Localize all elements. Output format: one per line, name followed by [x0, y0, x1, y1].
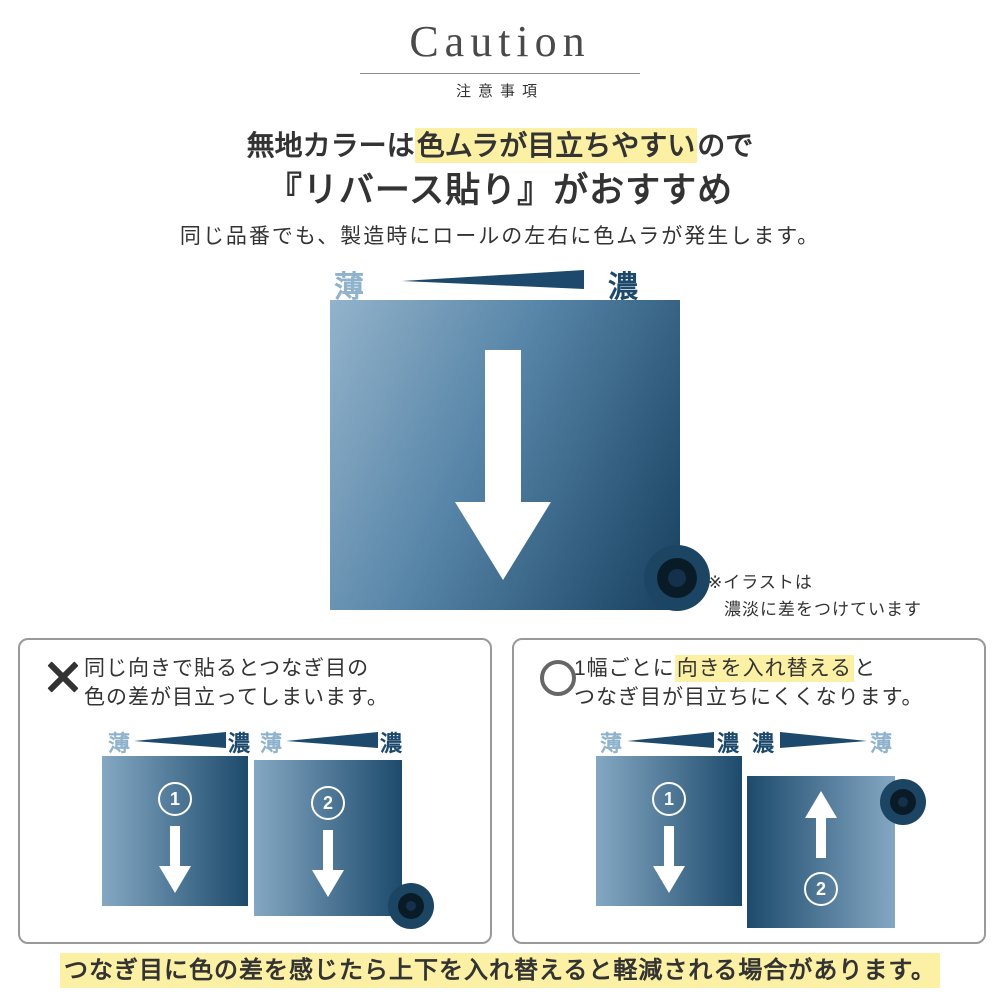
good-example-box: 1幅ごとに向きを入れ替えると つなぎ目が目立ちにくくなります。 薄 濃 濃 薄 …	[512, 638, 986, 944]
roll-end-icon	[644, 545, 710, 611]
roll-hole	[657, 558, 697, 598]
up-arrow-icon	[805, 791, 837, 858]
headline-pre: 無地カラーは	[246, 130, 415, 161]
roll-core	[898, 797, 908, 807]
gradient-wedge-icon	[627, 732, 714, 748]
panel-number: 2	[804, 872, 838, 906]
headline-highlight: 色ムラが目立ちやすい	[414, 128, 698, 163]
bad-example-box: 同じ向きで貼るとつなぎ目の 色の差が目立ってしまいます。 薄 濃 薄 濃 1 2	[18, 638, 492, 944]
headline-post: ので	[697, 130, 754, 161]
label-light: 薄	[600, 731, 623, 756]
label-dark: 濃	[752, 731, 775, 756]
good-line1-pre: 1幅ごとに	[574, 657, 675, 680]
down-arrow-icon	[159, 826, 191, 893]
page-subtitle: 注意事項	[455, 83, 544, 100]
roll-hole	[890, 789, 916, 815]
bad-example-line2: 色の差が目立ってしまいます。	[84, 686, 389, 709]
label-light: 薄	[870, 731, 893, 756]
good-example-line2: つなぎ目が目立ちにくくなります。	[574, 686, 924, 709]
label-dark: 濃	[228, 731, 251, 756]
gradient-wedge-icon	[134, 732, 226, 748]
roll-core	[668, 569, 686, 587]
label-light: 薄	[260, 731, 283, 756]
down-arrow-icon	[312, 830, 344, 897]
page-title: Caution	[409, 17, 591, 66]
label-dark: 濃	[380, 731, 403, 756]
roll-end-icon	[880, 779, 926, 825]
description: 同じ品番でも、製造時にロールの左右に色ムラが発生します。	[179, 225, 821, 248]
down-arrow-icon	[653, 826, 685, 893]
gradient-wedge-icon	[286, 732, 378, 748]
panel-number: 2	[311, 786, 345, 820]
footer-highlight: つなぎ目に色の差を感じたら上下を入れ替えると軽減される場合があります。	[60, 953, 940, 988]
gradient-wedge-reversed-icon	[780, 732, 867, 748]
bad-example-text: 同じ向きで貼るとつなぎ目の 色の差が目立ってしまいます。	[84, 654, 389, 712]
footer-note: つなぎ目に色の差を感じたら上下を入れ替えると軽減される場合があります。	[0, 950, 1000, 988]
gradient-wedge-icon	[402, 270, 584, 289]
good-example-text: 1幅ごとに向きを入れ替えると つなぎ目が目立ちにくくなります。	[574, 654, 923, 712]
panel-number: 1	[158, 782, 192, 816]
label-dark: 濃	[608, 271, 638, 304]
wallpaper-panel-1: 1	[102, 756, 248, 906]
cross-icon	[46, 660, 80, 694]
panel-number: 1	[652, 782, 686, 816]
circle-icon	[540, 660, 576, 696]
bad-example-line1: 同じ向きで貼るとつなぎ目の	[84, 657, 370, 680]
roll-core	[406, 901, 416, 911]
wallpaper-panel-2-reversed: 2	[747, 776, 895, 928]
headline: 無地カラーは色ムラが目立ちやすいので	[0, 124, 1000, 164]
good-line1-post: と	[854, 657, 877, 680]
label-dark: 濃	[717, 731, 740, 756]
good-example-line1: 1幅ごとに向きを入れ替えると	[574, 654, 923, 683]
wallpaper-panel-1: 1	[596, 756, 742, 906]
divider-line	[360, 73, 640, 74]
subheadline: 『リバース貼り』がおすすめ	[266, 171, 734, 210]
down-arrow-icon	[455, 350, 551, 580]
good-line1-highlight: 向きを入れ替える	[674, 655, 855, 682]
label-light: 薄	[108, 731, 131, 756]
illustration-note-line1: ※イラストは	[708, 573, 813, 592]
label-light: 薄	[334, 271, 364, 304]
roll-hole	[398, 893, 424, 919]
roll-end-icon	[388, 883, 434, 929]
illustration-note-line2: 濃淡に差をつけています	[724, 600, 922, 619]
wallpaper-panel-2: 2	[254, 760, 402, 916]
